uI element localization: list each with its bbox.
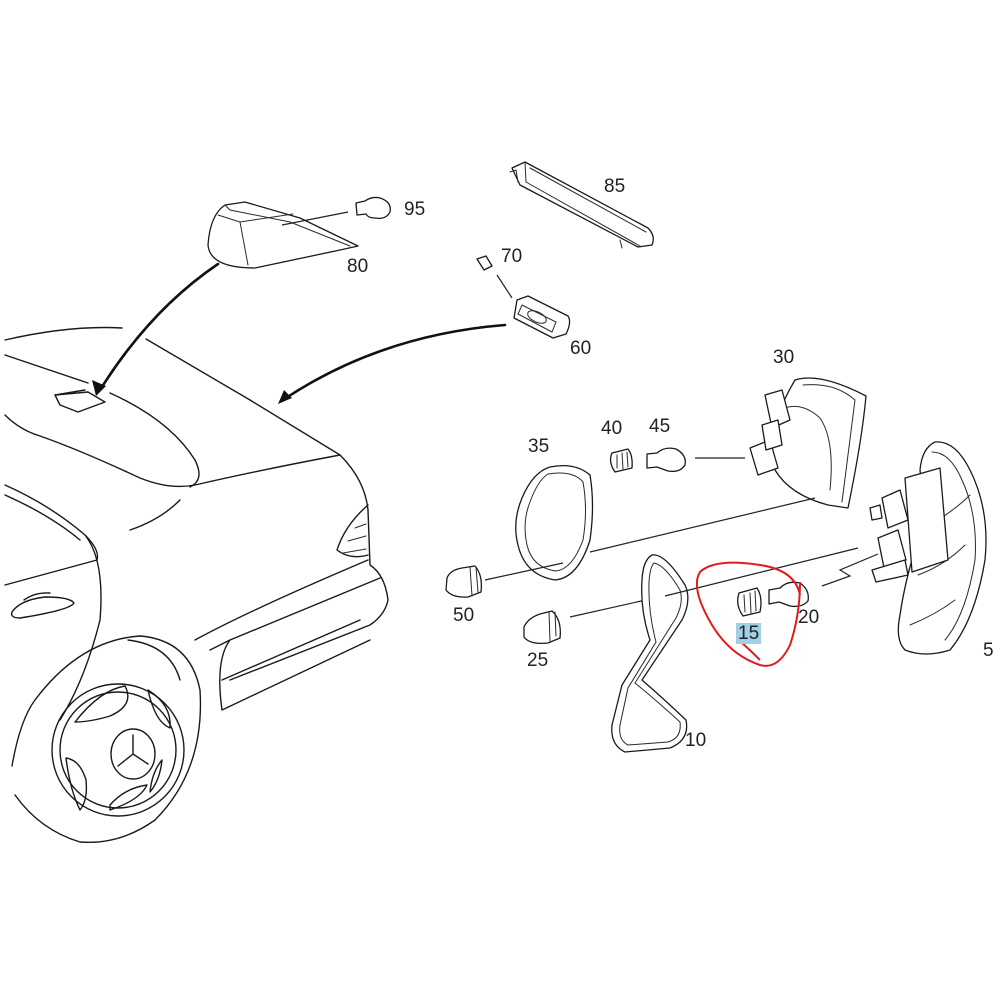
callout-50[interactable]: 50	[453, 605, 475, 626]
part-40-socket[interactable]	[609, 448, 633, 473]
callout-85[interactable]: 85	[604, 176, 626, 197]
car-body-drawing	[4, 326, 389, 844]
part-70-festoon-bulb[interactable]	[476, 255, 513, 299]
part-50-nut[interactable]	[445, 562, 564, 598]
callout-45[interactable]: 45	[649, 416, 671, 437]
part-95-bulb[interactable]	[281, 196, 391, 226]
part-45-bulb[interactable]	[646, 447, 686, 473]
assembly-arrows	[92, 262, 507, 404]
part-35-gasket[interactable]	[515, 464, 594, 581]
part-20-bulb[interactable]	[768, 553, 879, 608]
callout-95[interactable]: 95	[404, 199, 426, 220]
part-80-brake-light-housing[interactable]	[207, 201, 359, 269]
part-60-license-lamp[interactable]	[513, 295, 571, 339]
part-15-socket[interactable]	[737, 587, 762, 617]
part-30-inner-tail-lamp[interactable]	[589, 377, 867, 553]
red-circle-annotation	[696, 561, 801, 667]
callout-60[interactable]: 60	[570, 338, 592, 359]
callout-30[interactable]: 30	[773, 347, 795, 368]
callout-80[interactable]: 80	[347, 256, 369, 277]
part-85-light-strip[interactable]	[509, 161, 654, 249]
callout-40[interactable]: 40	[601, 418, 623, 439]
part-10-gasket[interactable]	[611, 547, 859, 753]
callout-35[interactable]: 35	[528, 436, 550, 457]
callout-70[interactable]: 70	[501, 246, 523, 267]
callout-5[interactable]: 5	[983, 640, 994, 661]
callout-15-highlighted[interactable]: 15	[736, 623, 762, 644]
callout-25[interactable]: 25	[527, 650, 549, 671]
part-5-outer-tail-lamp[interactable]	[869, 441, 987, 655]
callout-10[interactable]: 10	[685, 730, 707, 751]
callout-20[interactable]: 20	[798, 607, 820, 628]
